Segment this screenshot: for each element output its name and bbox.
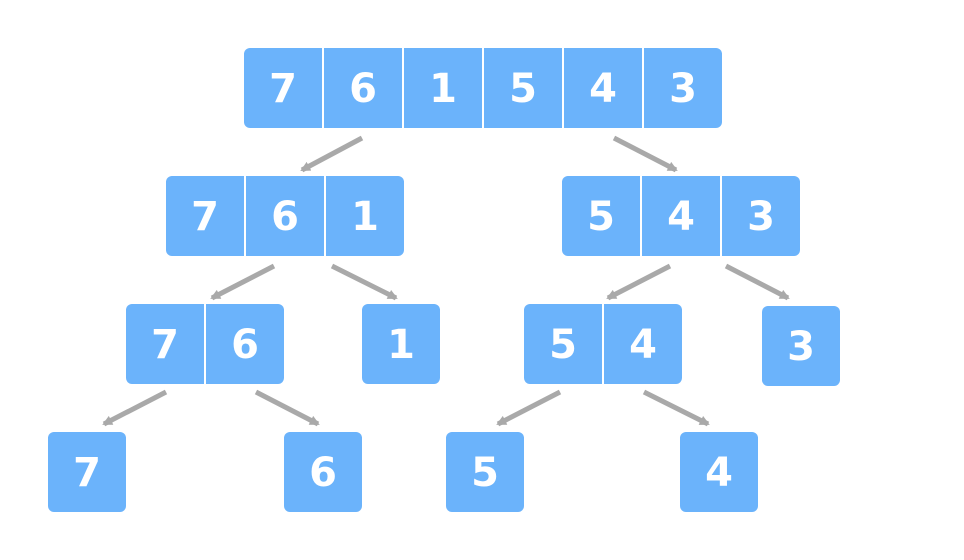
array-background bbox=[680, 432, 758, 512]
array-level3-d: 4 bbox=[680, 432, 758, 512]
array-background bbox=[562, 176, 800, 256]
array-cell-value: 1 bbox=[351, 194, 379, 240]
array-level2-right-right: 3 bbox=[762, 306, 840, 386]
split-arrow-l1right-left bbox=[606, 263, 672, 301]
array-cell-value: 5 bbox=[509, 66, 537, 112]
array-background bbox=[362, 304, 440, 384]
array-cell-value: 4 bbox=[667, 194, 695, 240]
array-cell-value: 6 bbox=[349, 66, 377, 112]
array-cell-value: 6 bbox=[231, 322, 259, 368]
array-level3-a: 7 bbox=[48, 432, 126, 512]
array-level3-c: 5 bbox=[446, 432, 524, 512]
array-cell-value: 4 bbox=[589, 66, 617, 112]
array-cell-value: 7 bbox=[73, 450, 101, 496]
split-arrow-l1right-right bbox=[724, 263, 790, 301]
array-cell-value: 1 bbox=[387, 322, 415, 368]
array-cell-value: 6 bbox=[271, 194, 299, 240]
split-arrow-l2a-left bbox=[102, 389, 168, 427]
array-level1-left: 7 6 1 bbox=[166, 176, 404, 256]
array-cell-value: 7 bbox=[151, 322, 179, 368]
array-cell-value: 1 bbox=[429, 66, 457, 112]
array-cell-value: 6 bbox=[309, 450, 337, 496]
array-level2-left-right: 1 bbox=[362, 304, 440, 384]
split-arrow-l2a-right bbox=[254, 389, 320, 427]
array-cell-value: 7 bbox=[191, 194, 219, 240]
array-cell-value: 4 bbox=[705, 450, 733, 496]
array-background bbox=[762, 306, 840, 386]
array-background bbox=[166, 176, 404, 256]
array-cell-value: 3 bbox=[669, 66, 697, 112]
array-background bbox=[48, 432, 126, 512]
split-arrows bbox=[102, 135, 790, 427]
array-root: 7 6 1 5 4 3 bbox=[244, 48, 722, 128]
array-cell-value: 5 bbox=[549, 322, 577, 368]
array-level3-b: 6 bbox=[284, 432, 362, 512]
array-cell-value: 3 bbox=[747, 194, 775, 240]
array-cell-value: 4 bbox=[629, 322, 657, 368]
array-background bbox=[446, 432, 524, 512]
split-arrow-l2c-left bbox=[496, 389, 562, 427]
array-cell-value: 5 bbox=[471, 450, 499, 496]
array-level1-right: 5 4 3 bbox=[562, 176, 800, 256]
split-arrow-l1left-right bbox=[330, 263, 398, 301]
array-cell-value: 3 bbox=[787, 324, 815, 370]
split-arrow-root-right bbox=[612, 135, 678, 173]
split-arrow-root-left bbox=[300, 135, 364, 173]
split-arrow-l2c-right bbox=[642, 389, 710, 427]
array-cell-value: 5 bbox=[587, 194, 615, 240]
array-background bbox=[284, 432, 362, 512]
split-arrow-l1left-left bbox=[210, 263, 276, 301]
array-cell-value: 7 bbox=[269, 66, 297, 112]
